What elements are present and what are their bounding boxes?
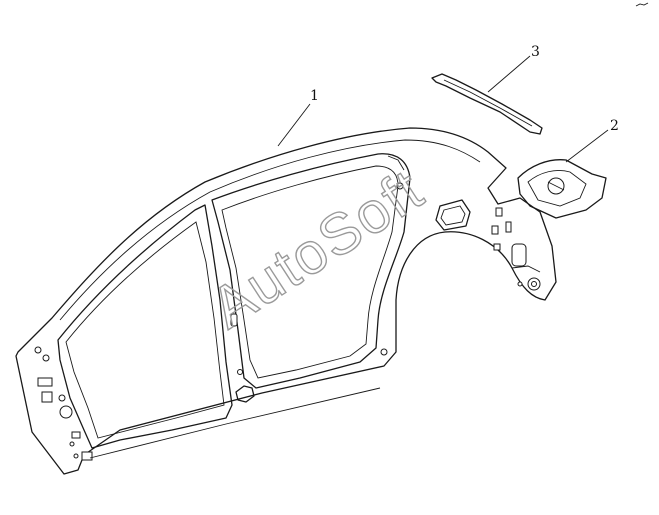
callout-3: 3 <box>531 44 540 60</box>
b-pillar-latch-icon <box>235 385 255 403</box>
watermark: AutoSoft <box>200 157 435 341</box>
fuel-filler-opening <box>435 199 471 231</box>
part-2-fuel-filler-housing <box>517 159 607 219</box>
b-pillar-slot <box>230 313 238 327</box>
leader-line-3 <box>487 55 531 93</box>
callout-1: 1 <box>310 88 319 104</box>
part-1-body-side-panel <box>15 127 557 475</box>
leader-line-1 <box>277 103 311 147</box>
part-3-reinforcement-bar <box>431 73 543 135</box>
leader-line-2 <box>565 129 609 163</box>
corner-mark <box>635 2 649 7</box>
callout-2: 2 <box>610 118 619 134</box>
